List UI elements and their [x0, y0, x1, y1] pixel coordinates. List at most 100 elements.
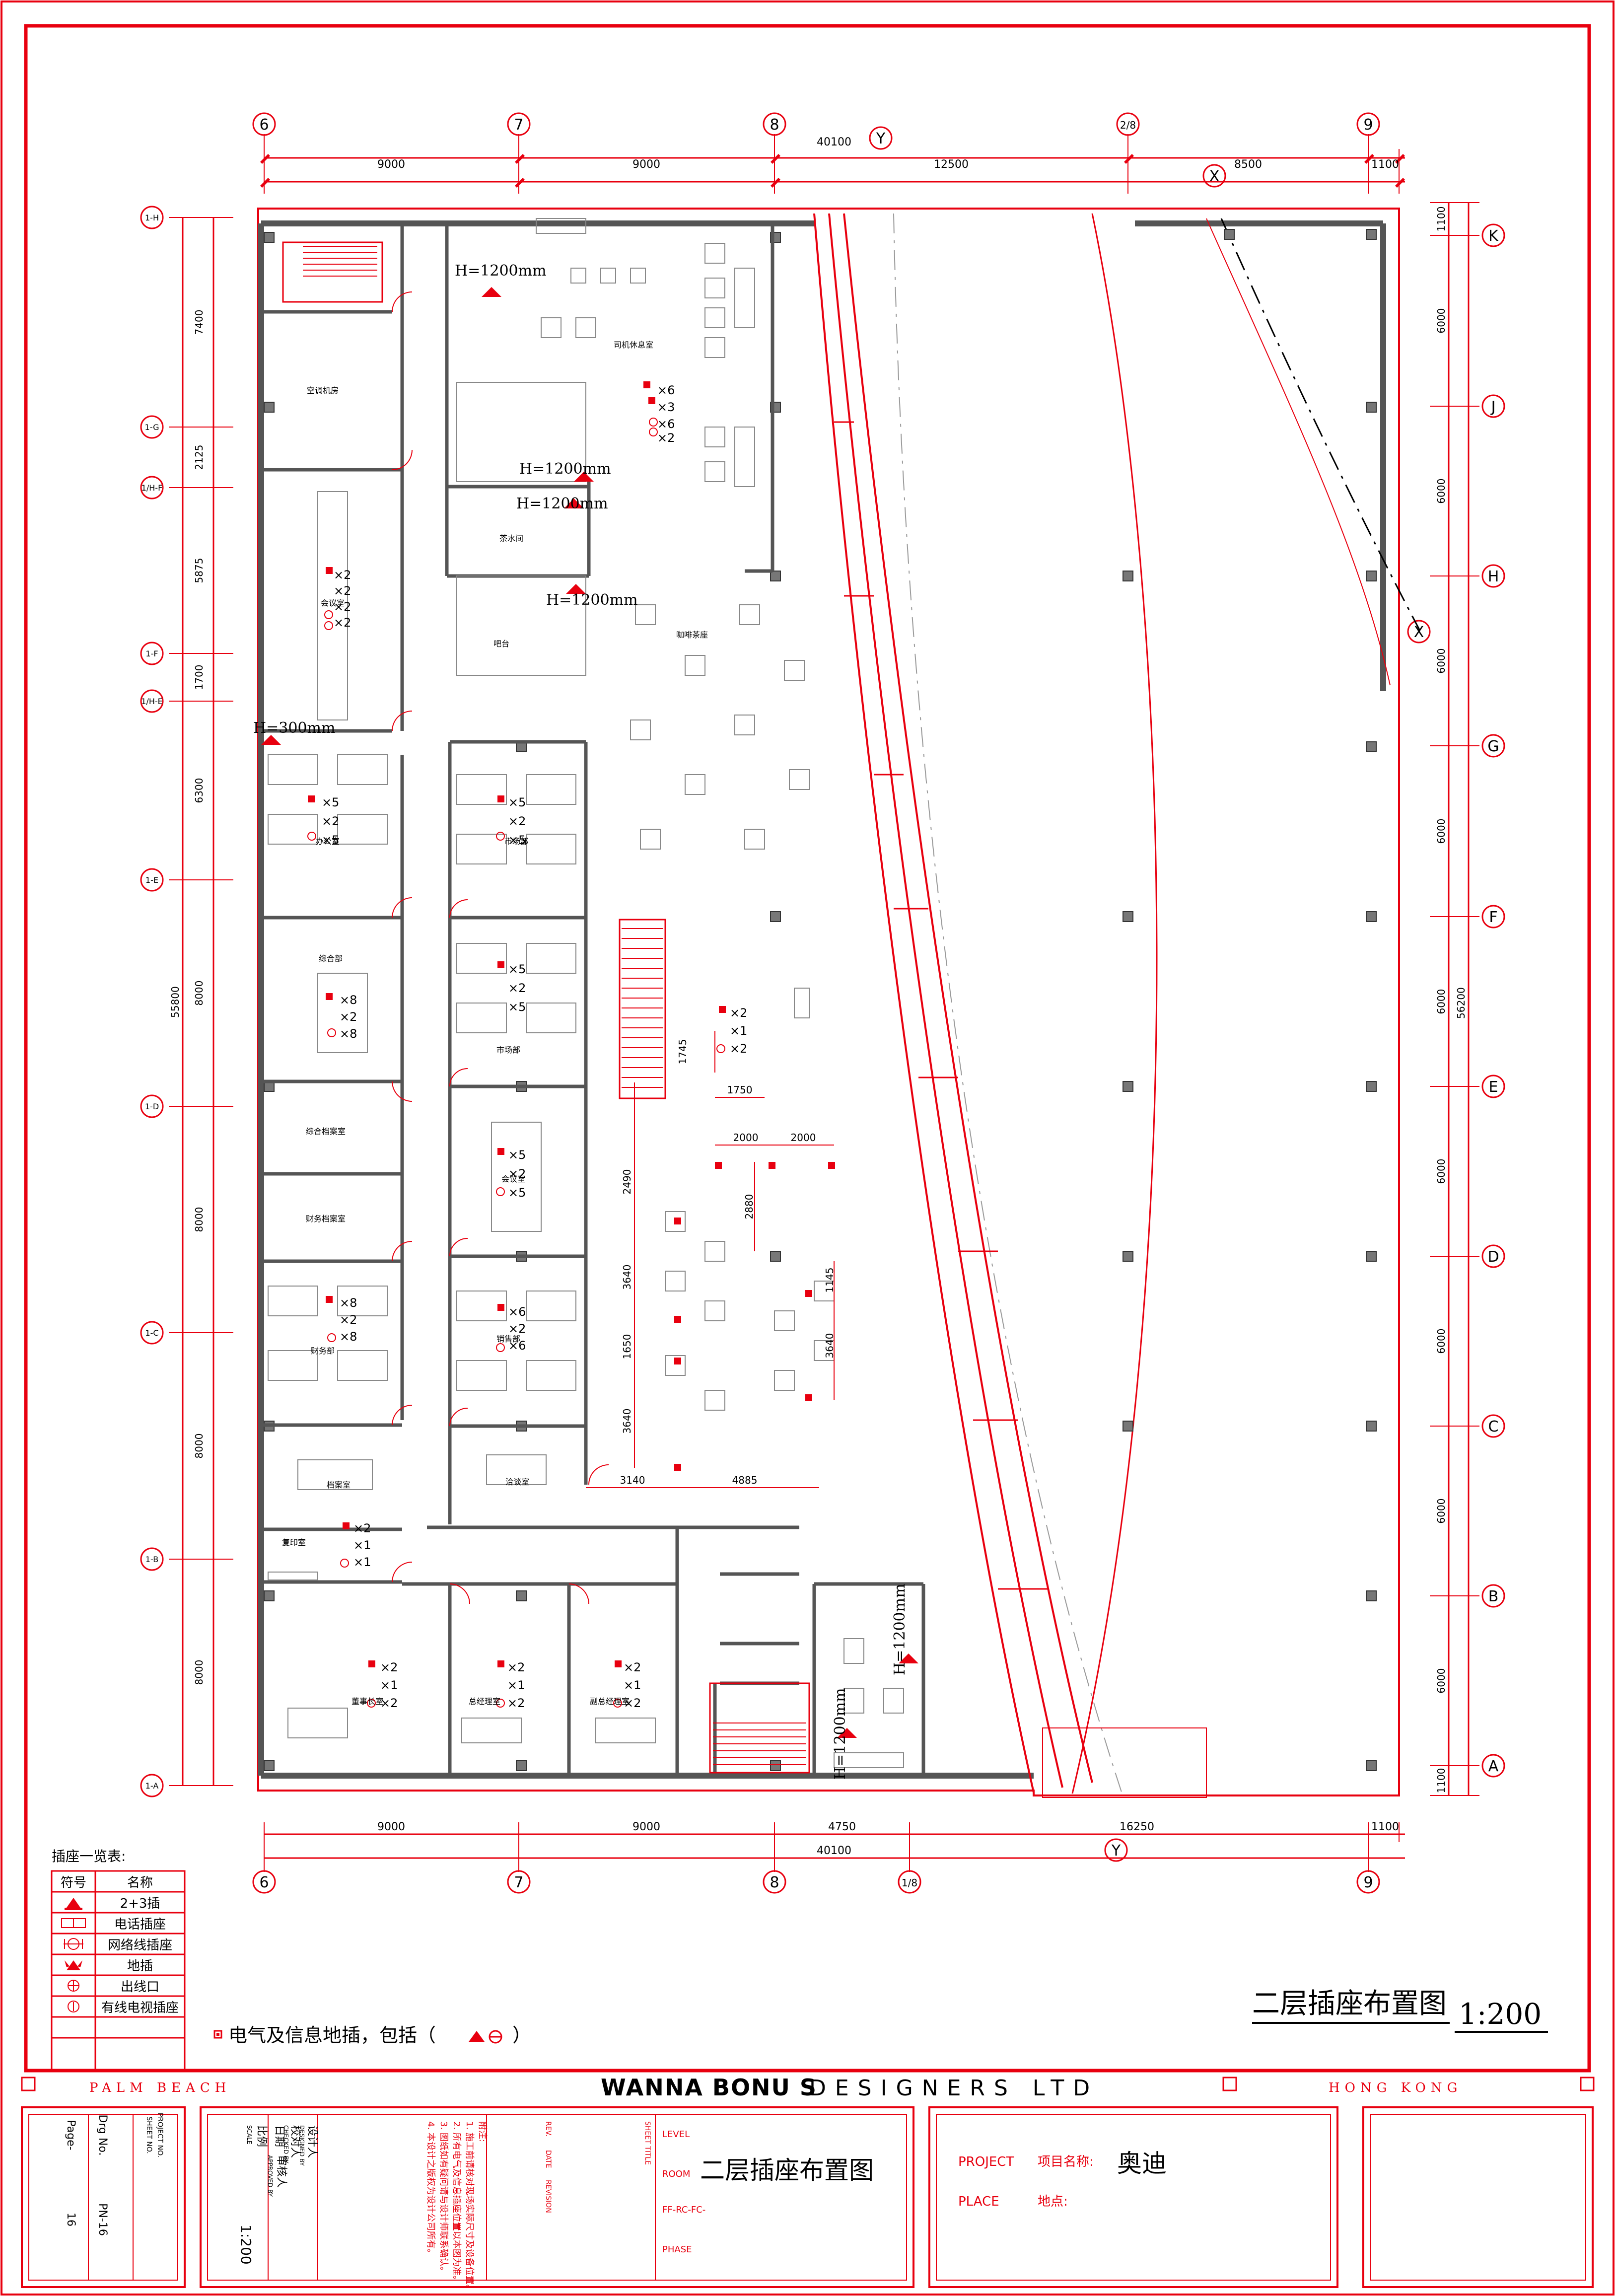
legend-head-name: 名称: [127, 1875, 153, 1890]
right-axis-label-b: B: [1488, 1588, 1499, 1605]
right-axis-label-a: A: [1488, 1758, 1499, 1775]
bottom-axis-grid: 6 7 8 1/8 Y 9 9000 9000 4750 16250 1100 …: [252, 1821, 1405, 1894]
dim-3640-a: 3640: [621, 1265, 633, 1290]
dim-3640-b: 3640: [621, 1409, 633, 1434]
socket-count-conf1-2: ×2: [334, 584, 351, 598]
socket-count-gm-2: ×1: [507, 1678, 525, 1692]
room-label-finance: 财务部: [311, 1346, 335, 1356]
socket-count-general-2: ×2: [340, 1010, 357, 1024]
brand-designers: DESIGNERS LTD: [809, 2076, 1099, 2101]
socket-count-conf2-1: ×5: [508, 1148, 526, 1162]
sheet-title-label: SHEET TITLE: [643, 2121, 651, 2165]
socket-count-deputy-3: ×2: [624, 1696, 641, 1710]
socket-count-copy-2: ×1: [353, 1538, 371, 1552]
check-label: 校对人: [289, 2125, 301, 2158]
right-axis-grid: K J H G F E D C B A X 1100 6000 6000 600…: [1407, 202, 1505, 1796]
door-swings: [392, 291, 609, 1604]
socket-count-general-3: ×8: [340, 1027, 357, 1041]
notes-line-3: 3. 图纸如有疑问请与设计师联系确认。: [438, 2121, 449, 2276]
left-axis-label-6: 1-E: [145, 875, 158, 885]
legend-row-1: 2+3插: [120, 1896, 160, 1911]
socket-count-driver-1: ×6: [657, 383, 675, 397]
socket-icon-2plus3: [65, 1898, 82, 1910]
socket-count-center-3: ×2: [730, 1042, 747, 1056]
socket-symbols: [261, 287, 918, 1738]
legend-title: 插座一览表:: [52, 1848, 126, 1865]
socket-count-deputy-1: ×2: [624, 1660, 641, 1674]
dim-1750: 1750: [727, 1084, 753, 1096]
socket-count-chairman-3: ×2: [380, 1696, 398, 1710]
brand-logo: WANNA BONU S: [601, 2074, 817, 2101]
room-label-deputy: 副总经理室: [590, 1697, 630, 1706]
right-axis-label-h: H: [1488, 568, 1499, 585]
socket-count-copy-1: ×2: [353, 1521, 371, 1535]
drawing-title: 二层插座布置图: [1252, 1988, 1447, 2020]
drg-no-label: Drg No.: [96, 2114, 109, 2155]
left-dim-7: 8000: [193, 1207, 205, 1232]
bottom-axis-label-6: 9: [1363, 1874, 1373, 1891]
title-strip: PALM BEACH WANNA BONU S DESIGNERS LTD HO…: [21, 2074, 1595, 2101]
bottom-axis-total: 40100: [817, 1845, 851, 1857]
left-axis-label-7: 1-D: [145, 1102, 159, 1111]
left-axis-label-3: 1/H-F: [141, 483, 163, 493]
height-note-4: H=1200mm: [546, 591, 638, 609]
staircase-top: [282, 241, 383, 303]
top-axis-label-6: 9: [1363, 116, 1373, 134]
right-dim-1: 1100: [1435, 207, 1447, 232]
top-axis-label-4: Y: [876, 130, 886, 147]
dim-2490: 2490: [621, 1169, 633, 1195]
right-dim-9: 6000: [1435, 1499, 1447, 1524]
drg-no-value: PN-16: [96, 2203, 109, 2236]
height-note-1: H=1200mm: [455, 262, 547, 280]
designer-label: 设计人: [306, 2125, 318, 2158]
height-note-2: H=1200mm: [519, 460, 611, 478]
socket-count-driver-4: ×2: [657, 431, 675, 445]
height-note-7: H=1200mm: [832, 1688, 849, 1780]
furniture: [268, 218, 904, 1768]
socket-count-deputy-2: ×1: [624, 1678, 641, 1692]
dim-2880: 2880: [743, 1194, 755, 1220]
bottom-dim-5: 1100: [1371, 1821, 1399, 1833]
left-axis-label-4: 1-F: [145, 649, 158, 658]
room-label-market: 市场部: [496, 1045, 520, 1055]
left-dim-4: 1700: [193, 665, 205, 690]
right-dim-8: 6000: [1435, 1329, 1447, 1354]
left-axis-grid: 1-H 1-G 1/H-F 1-F 1/H-E 1-E 1-D 1-C 1-B …: [140, 206, 233, 1797]
top-axis-label-5: 2/8: [1120, 119, 1136, 131]
date-label: 日期: [273, 2125, 285, 2147]
place-label-cn: 地点:: [1038, 2194, 1068, 2209]
top-dim-2: 9000: [632, 158, 660, 171]
rev-date-label: DATE: [544, 2150, 552, 2168]
designer-label-en: DESIGNED BY: [298, 2125, 305, 2166]
socket-count-finance-2: ×2: [340, 1313, 357, 1327]
room-label-sales: 销售部: [496, 1334, 520, 1344]
right-axis-x-label: X: [1414, 624, 1424, 641]
bottom-axis-label-3: 8: [770, 1874, 779, 1891]
bottom-axis-label-1: 6: [259, 1874, 269, 1891]
project-label: PROJECT: [958, 2154, 1014, 2169]
socket-count-conf1-1: ×2: [334, 568, 351, 582]
outlet-icon: [68, 1980, 79, 1992]
right-axis-label-g: G: [1487, 738, 1499, 755]
socket-count-conf1-4: ×2: [334, 616, 351, 630]
top-axis-label-2: 7: [514, 116, 523, 134]
tv-socket-icon: [68, 2001, 79, 2012]
socket-count-market-1: ×5: [508, 962, 526, 976]
top-axis-total: 40100: [817, 136, 851, 148]
right-axis-label-f: F: [1489, 909, 1497, 926]
right-axis-label-e: E: [1489, 1078, 1498, 1096]
socket-count-finance-3: ×8: [340, 1330, 357, 1344]
room-label-tea: 茶水间: [499, 534, 523, 543]
socket-count-office2-1: ×5: [508, 795, 526, 809]
room-label-general-archive: 综合档案室: [306, 1127, 346, 1136]
scale-label-en: SCALE: [246, 2125, 253, 2144]
place-left: PALM BEACH: [89, 2081, 231, 2095]
dim-3140: 3140: [620, 1474, 645, 1486]
room-label-aircon: 空调机房: [307, 386, 339, 395]
dim-4885: 4885: [732, 1474, 758, 1486]
bottom-dim-3: 4750: [828, 1821, 856, 1833]
socket-count-office1-2: ×2: [322, 814, 339, 828]
dim-1145: 1145: [824, 1268, 836, 1293]
room-label-cafe: 咖啡茶座: [676, 630, 708, 640]
